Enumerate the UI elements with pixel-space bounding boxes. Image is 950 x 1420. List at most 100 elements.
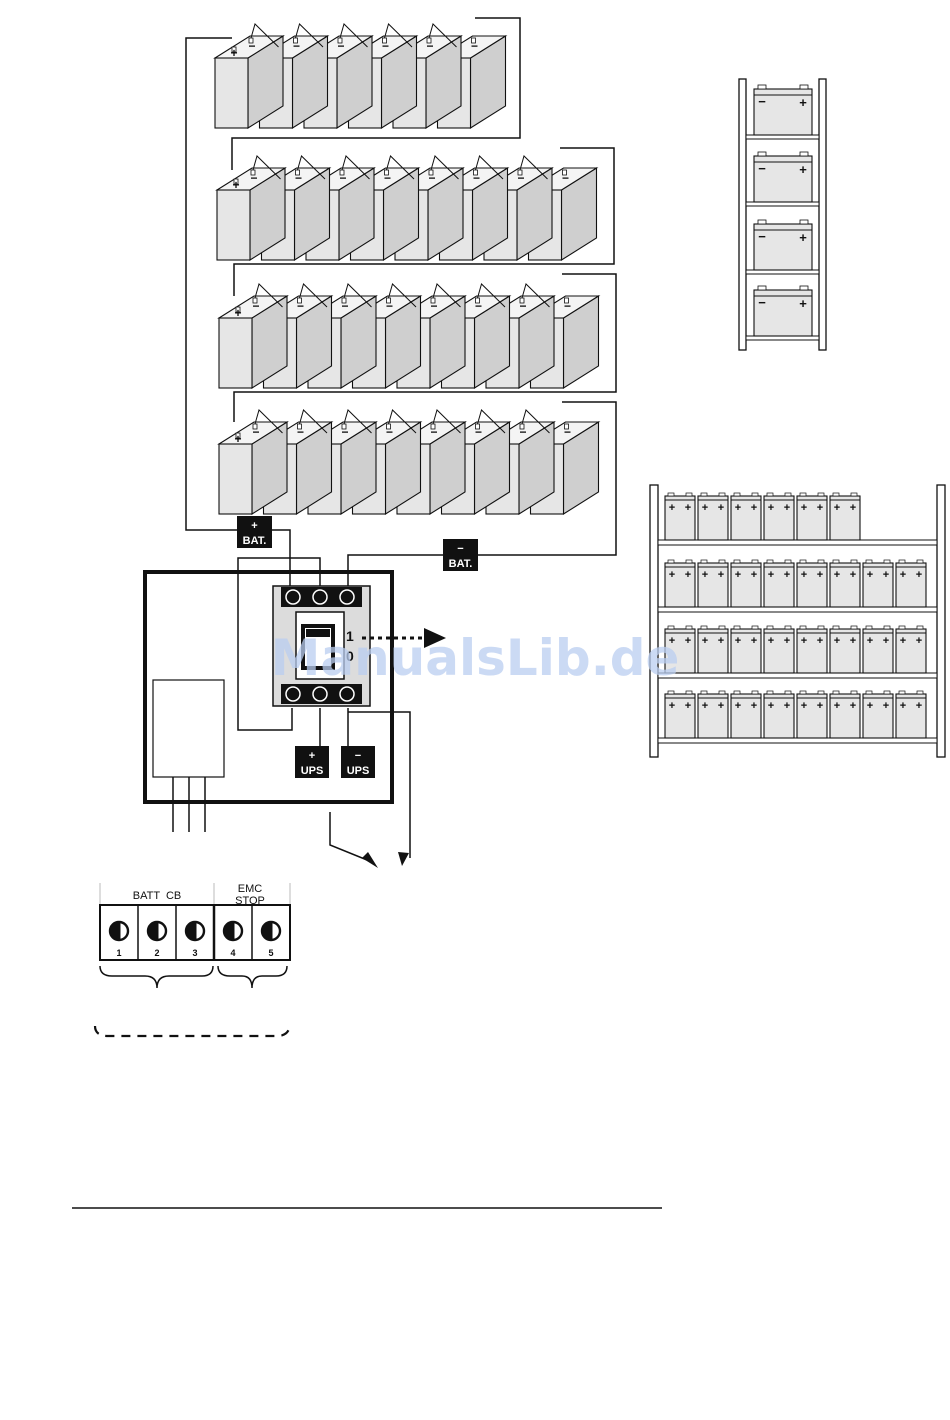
terminal-minus-mark: − — [564, 425, 571, 439]
rack-plus-mark: + — [735, 502, 741, 514]
terminal-screw[interactable]: 4 — [222, 920, 244, 958]
terminal-number: 1 — [116, 948, 121, 958]
rack-plus-mark: + — [702, 700, 708, 712]
terminal-minus-mark: − — [341, 425, 348, 439]
rack-battery: −+ — [753, 84, 813, 136]
terminal-minus-mark: − — [297, 425, 304, 439]
battery-cell: +− — [484, 409, 556, 515]
switch-off-label: 0 — [346, 648, 354, 664]
terminal-minus-mark: − — [295, 171, 302, 185]
rack-battery: −+ — [753, 219, 813, 271]
terminal-minus-mark: − — [426, 39, 433, 53]
rack-plus-mark: + — [867, 635, 873, 647]
rack-plus-mark: + — [799, 230, 807, 245]
rack-battery: ++ — [697, 625, 729, 674]
terminal-minus-mark: − — [475, 425, 482, 439]
terminal-minus-mark: − — [339, 171, 346, 185]
rack-plus-mark: + — [784, 569, 790, 581]
rack-plus-mark: + — [799, 296, 807, 311]
terminal-plus-mark: + — [232, 178, 239, 192]
terminal-minus-mark: − — [471, 39, 478, 53]
rack-plus-mark: + — [867, 569, 873, 581]
rack-plus-mark: + — [801, 502, 807, 514]
rack-plus-mark: + — [817, 569, 823, 581]
rack-plus-mark: + — [702, 502, 708, 514]
terminal-minus-mark: − — [562, 171, 569, 185]
rack-plus-mark: + — [817, 502, 823, 514]
rack-plus-mark: + — [669, 700, 675, 712]
rack-plus-mark: + — [834, 569, 840, 581]
rack-plus-mark: + — [850, 700, 856, 712]
rack-battery: ++ — [730, 559, 762, 608]
rack-plus-mark: + — [768, 569, 774, 581]
battery-row: +−+−+−+−+−+− — [213, 23, 508, 129]
rack-plus-mark: + — [735, 569, 741, 581]
terminal-number: 3 — [192, 948, 197, 958]
terminal-number: 4 — [230, 948, 235, 958]
rack-battery: ++ — [829, 492, 861, 541]
battery-row: +−+−+−+−+−+−+−+− — [215, 155, 599, 261]
rack-plus-mark: + — [735, 635, 741, 647]
switch-on-label: 1 — [346, 628, 354, 644]
battery-cell: +− — [217, 409, 289, 515]
rack-plus-mark: + — [801, 569, 807, 581]
terminal-screw[interactable]: 3 — [184, 920, 206, 958]
rack-plus-mark: + — [751, 700, 757, 712]
rack-plus-mark: + — [850, 502, 856, 514]
rack-battery: ++ — [730, 492, 762, 541]
terminal-minus-mark: − — [519, 425, 526, 439]
ups-plus-sign: + — [309, 750, 315, 762]
terminal-plus-mark: + — [234, 432, 241, 446]
rack-plus-mark: + — [669, 635, 675, 647]
rack-plus-mark: + — [850, 635, 856, 647]
terminal-minus-mark: − — [386, 299, 393, 313]
bat-minus-text: BAT. — [449, 558, 473, 570]
rack-battery: ++ — [829, 625, 861, 674]
rack-battery: ++ — [829, 559, 861, 608]
rack-plus-mark: + — [718, 569, 724, 581]
terminal-screw[interactable]: 5 — [260, 920, 282, 958]
terminal-plus-mark: + — [234, 306, 241, 320]
terminal-screw[interactable]: 2 — [146, 920, 168, 958]
terminal-minus-mark: − — [430, 425, 437, 439]
battery-row: +−+−+−+−+−+−+−+− — [217, 409, 601, 515]
rack-battery: ++ — [862, 625, 894, 674]
rack-battery: ++ — [862, 559, 894, 608]
battery-bank: +−+−+−+−+−+−+−+−+−+−+−+−+−+−+−+−+−+−+−+−… — [213, 23, 601, 515]
rack-battery: ++ — [763, 625, 795, 674]
terminal-minus-mark: − — [519, 299, 526, 313]
terminal-minus-mark: − — [341, 299, 348, 313]
ups-minus-text: UPS — [347, 765, 370, 777]
rack-battery: ++ — [697, 492, 729, 541]
rack-plus-mark: + — [916, 569, 922, 581]
rack-plus-mark: + — [702, 635, 708, 647]
emc-stop-brace — [217, 965, 288, 989]
terminal-minus-mark: − — [430, 299, 437, 313]
rack-plus-mark: + — [883, 700, 889, 712]
terminal-minus-mark: − — [384, 171, 391, 185]
rack-plus-mark: + — [900, 700, 906, 712]
rack-plus-mark: + — [784, 502, 790, 514]
battery-cell: +− — [217, 283, 289, 389]
terminal-screw[interactable]: 1 — [108, 920, 130, 958]
rack-plus-mark: + — [916, 700, 922, 712]
bat-minus-label: − BAT. — [443, 539, 478, 571]
rack-battery: ++ — [697, 690, 729, 739]
rack-plus-mark: + — [751, 502, 757, 514]
terminal-minus-mark: − — [473, 171, 480, 185]
terminal-minus-mark: − — [250, 171, 257, 185]
rack-plus-mark: + — [867, 700, 873, 712]
circuit-breaker[interactable]: 1 0 — [272, 585, 371, 707]
rack-plus-mark: + — [718, 700, 724, 712]
ups-plus-text: UPS — [301, 765, 324, 777]
rack-plus-mark: + — [916, 635, 922, 647]
rack-battery: ++ — [664, 492, 696, 541]
ups-minus-sign: − — [355, 750, 361, 762]
breaker-enclosure: 1 0 — [143, 570, 446, 804]
aux-contact-box — [152, 679, 225, 778]
rack-plus-mark: + — [801, 635, 807, 647]
bat-plus-label: + BAT. — [237, 516, 272, 548]
rack-battery: ++ — [895, 690, 927, 739]
